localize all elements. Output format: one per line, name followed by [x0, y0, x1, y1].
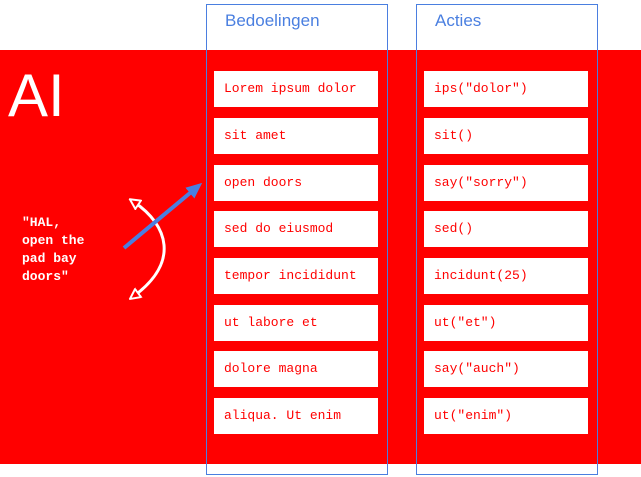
intent-item: tempor incididunt [214, 258, 378, 294]
column-header-bedoelingen: Bedoelingen [225, 11, 320, 30]
intent-item: open doors [214, 165, 378, 201]
column-bedoelingen: Bedoelingen Lorem ipsum dolor sit amet o… [206, 4, 388, 475]
action-item: ut("enim") [424, 398, 588, 434]
quote-line: open the [22, 233, 85, 248]
action-item: incidunt(25) [424, 258, 588, 294]
intent-item: sed do eiusmod [214, 211, 378, 247]
intent-item: Lorem ipsum dolor [214, 71, 378, 107]
column-acties: Acties ips("dolor") sit() say("sorry") s… [416, 4, 598, 475]
action-list: ips("dolor") sit() say("sorry") sed() in… [417, 5, 597, 474]
hal-quote: "HAL, open the pad bay doors" [22, 214, 122, 286]
intent-item: ut labore et [214, 305, 378, 341]
quote-line: doors" [22, 269, 69, 284]
quote-line: "HAL, [22, 215, 62, 230]
intent-item: dolore magna [214, 351, 378, 387]
action-item: say("sorry") [424, 165, 588, 201]
action-item: sit() [424, 118, 588, 154]
ai-label: AI [8, 62, 65, 129]
intent-list: Lorem ipsum dolor sit amet open doors se… [207, 5, 387, 474]
column-header-acties: Acties [435, 11, 482, 30]
action-item: ut("et") [424, 305, 588, 341]
action-item: say("auch") [424, 351, 588, 387]
action-item: ips("dolor") [424, 71, 588, 107]
action-item: sed() [424, 211, 588, 247]
intent-item: aliqua. Ut enim [214, 398, 378, 434]
quote-line: pad bay [22, 251, 77, 266]
intent-item: sit amet [214, 118, 378, 154]
